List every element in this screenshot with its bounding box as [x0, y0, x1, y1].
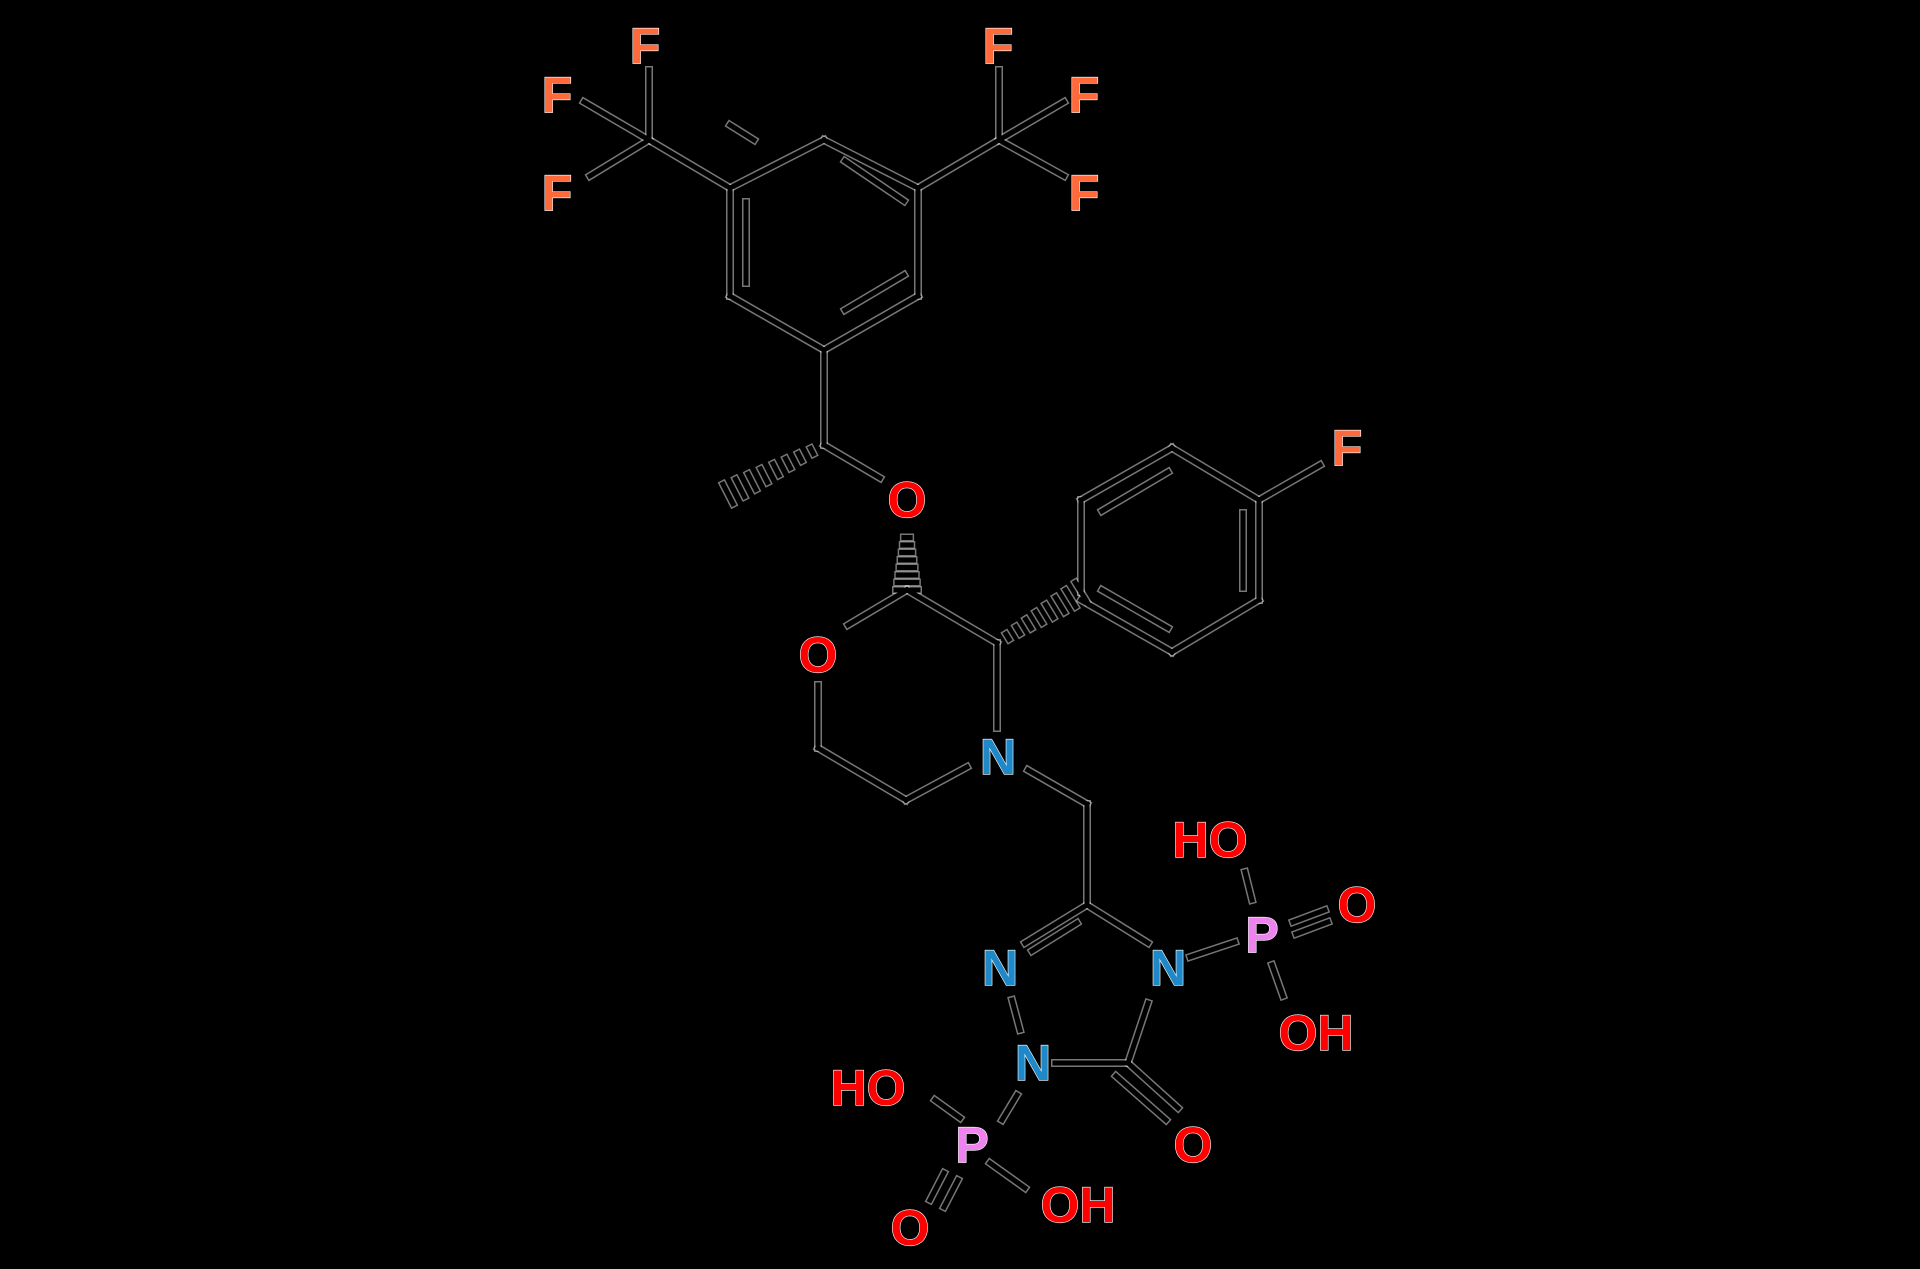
single-bond: [995, 98, 1068, 144]
atom-label-p1: P: [1245, 907, 1278, 963]
atom-label-oh1: OH: [1279, 1005, 1354, 1061]
double-bond: [820, 292, 922, 354]
single-bond: [1186, 938, 1239, 961]
double-bond-second-line: [1028, 919, 1081, 955]
single-bond: [580, 98, 653, 144]
hash-bond-segment: [807, 444, 817, 458]
hash-bond-segment: [719, 480, 737, 508]
atom-label-o4: O: [1174, 1117, 1213, 1173]
double-bond-second-line: [1098, 468, 1172, 515]
atom-label-n4: N: [1015, 1035, 1051, 1091]
atom-label-f6: F: [1069, 165, 1100, 221]
single-bond: [902, 763, 971, 804]
hash-bond-segment: [794, 450, 806, 465]
hash-bond-segment: [1032, 608, 1046, 627]
single-bond: [726, 121, 758, 144]
atom-label-f1: F: [630, 18, 661, 74]
hash-bond-segment: [769, 460, 783, 479]
double-bond: [1077, 444, 1176, 504]
atom-label-ho1: HO: [1173, 812, 1248, 868]
double-bond: [1289, 906, 1329, 926]
atom-label-o2: O: [799, 627, 838, 683]
hash-bond-segment: [757, 465, 771, 486]
bond-halos: [578, 66, 1334, 1213]
single-bond: [814, 744, 910, 804]
single-bond: [986, 1159, 1029, 1192]
single-bond: [995, 136, 1068, 180]
double-bond-second-line: [1112, 1072, 1170, 1124]
single-bond: [726, 292, 828, 354]
hash-bond-segment: [1012, 623, 1024, 638]
double-bond: [1077, 596, 1176, 656]
single-bond: [1168, 444, 1263, 504]
single-bond: [1024, 766, 1091, 808]
double-bond: [820, 136, 922, 192]
double-bond: [1124, 1059, 1182, 1112]
atom-label-n1: N: [980, 729, 1016, 785]
atom-label-oh2: OH: [1041, 1177, 1116, 1233]
single-bond: [931, 1096, 964, 1122]
bonds: [580, 67, 1332, 1211]
double-bond-second-line: [1098, 586, 1172, 632]
atom-label-f3: F: [542, 165, 573, 221]
atom-label-ho2: HO: [831, 1060, 906, 1116]
hash-bond-segment: [1042, 601, 1057, 622]
atom-label-f4: F: [983, 18, 1014, 74]
single-bond: [645, 136, 734, 192]
hash-bond-segment: [732, 475, 748, 501]
hash-bond-segment: [782, 455, 794, 472]
double-bond: [926, 1169, 948, 1204]
atom-label-f5: F: [1069, 67, 1100, 123]
single-bond: [914, 136, 1003, 192]
hash-bond-segment: [744, 470, 760, 493]
hash-bond-segment: [1052, 593, 1068, 616]
single-bond: [1268, 961, 1287, 1000]
single-bond: [1241, 868, 1256, 904]
hash-bond-segment: [1002, 630, 1013, 643]
hash-bond-segment: [1022, 615, 1035, 632]
double-bond-second-line: [841, 157, 908, 205]
double-bond-second-line: [940, 1176, 962, 1211]
double-bond-second-line: [1292, 918, 1332, 938]
single-bond: [1124, 999, 1152, 1067]
atom-label-o5: O: [891, 1200, 930, 1256]
hash-bond-segment: [1061, 586, 1080, 611]
single-bond: [844, 586, 911, 629]
atom-label-p2: P: [955, 1117, 988, 1173]
single-bond: [586, 136, 653, 180]
single-bond: [1255, 461, 1324, 504]
double-bond: [1021, 901, 1091, 947]
double-bond-second-line: [841, 271, 908, 314]
single-bond: [820, 441, 884, 482]
single-bond: [1083, 901, 1152, 947]
atom-label-o3: O: [1338, 877, 1377, 933]
atom-label-o1: O: [888, 472, 927, 528]
single-bond: [726, 136, 828, 192]
single-bond: [998, 1091, 1021, 1124]
atom-label-f7: F: [1332, 420, 1363, 476]
single-bond: [1168, 596, 1263, 656]
atom-label-f2: F: [542, 67, 573, 123]
single-bond: [1008, 996, 1024, 1034]
atom-label-n3: N: [1150, 940, 1186, 996]
atom-label-n2: N: [982, 940, 1018, 996]
single-bond: [903, 586, 1001, 647]
